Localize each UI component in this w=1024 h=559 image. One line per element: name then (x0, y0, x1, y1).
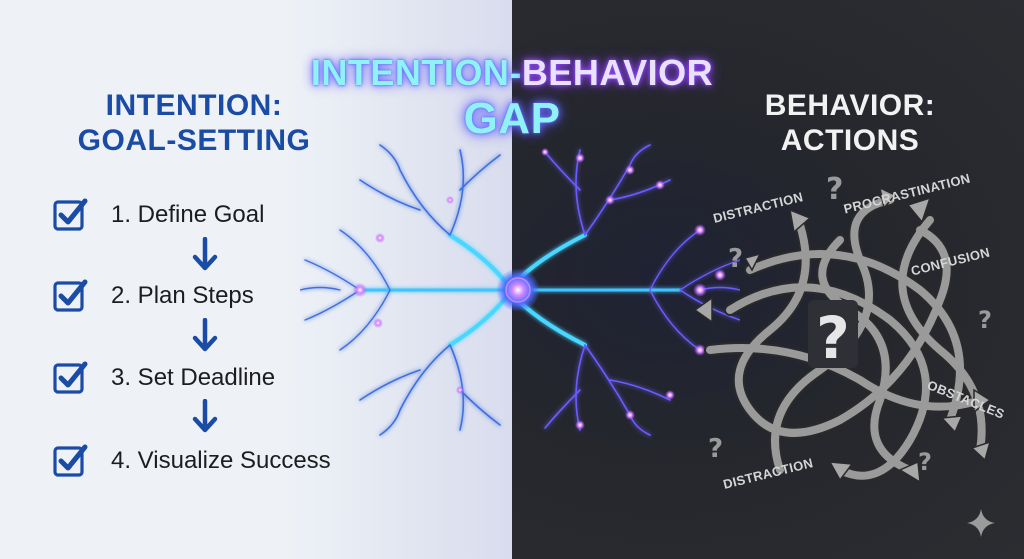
title-behavior: BEHAVIOR (521, 52, 714, 93)
main-title-line1: INTENTION-BEHAVIOR (0, 52, 1024, 94)
title-intention: INTENTION- (310, 52, 522, 93)
behavior-heading: BEHAVIOR: ACTIONS (736, 88, 964, 158)
checkbox-checked-icon (53, 444, 88, 477)
behavior-panel (512, 0, 1024, 559)
question-mark-icon: ? (978, 306, 992, 334)
arrow-down-icon (192, 399, 218, 433)
step-item: 4. Visualize Success (53, 443, 331, 479)
arrow-down-icon (192, 237, 218, 271)
step-label: 4. Visualize Success (111, 447, 331, 474)
intention-heading-line2: GOAL-SETTING (77, 124, 311, 157)
checkbox-checked-icon (53, 279, 88, 312)
question-mark-icon: ? (826, 172, 844, 207)
question-mark-icon: ? (728, 244, 744, 274)
step-label: 3. Set Deadline (111, 364, 276, 391)
behavior-heading-line1: BEHAVIOR: (764, 89, 936, 122)
step-item: 1. Define Goal (53, 197, 264, 233)
step-label: 2. Plan Steps (111, 282, 254, 309)
center-question-mark: ? (816, 304, 850, 372)
sparkle-icon (967, 509, 995, 537)
intention-heading-line1: INTENTION: (105, 89, 283, 122)
tangled-arrows-icon: ? (693, 186, 992, 484)
checkbox-checked-icon (53, 361, 88, 394)
main-title-line2: GAP (463, 94, 561, 143)
question-mark-icon: ? (708, 434, 724, 464)
step-item: 3. Set Deadline (53, 360, 275, 396)
checkbox-checked-icon (53, 198, 88, 231)
arrow-down-icon (192, 318, 218, 352)
intention-panel (0, 0, 512, 559)
step-item: 2. Plan Steps (53, 278, 254, 314)
neuron-icon (300, 144, 740, 436)
intention-heading: INTENTION: GOAL-SETTING (60, 88, 328, 158)
behavior-heading-line2: ACTIONS (780, 124, 920, 157)
question-mark-icon: ? (918, 448, 932, 476)
step-label: 1. Define Goal (111, 201, 265, 228)
